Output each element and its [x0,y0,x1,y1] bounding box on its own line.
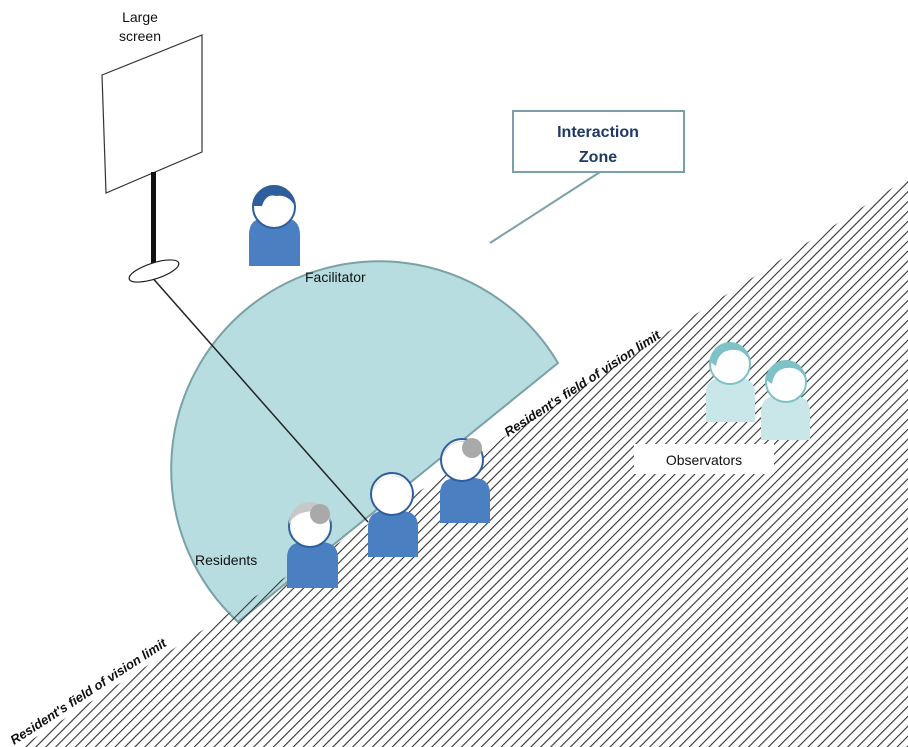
callout-pointer [489,171,601,244]
out-of-view-hatched-area [0,178,908,747]
residents-label: Residents [195,552,257,568]
screen-base [128,259,180,283]
resident-head [370,472,414,516]
observator-figure-1 [706,342,755,422]
resident-hair-bun [462,438,482,458]
interaction-zone-area [170,260,560,624]
resident-body [287,542,338,588]
observators-label-background [634,444,774,474]
interaction-zone-label-line2: Zone [579,149,617,166]
facilitator-figure [249,185,300,266]
facilitator-label: Facilitator [305,269,366,285]
observator-hair [710,342,750,366]
resident-body [440,478,490,523]
screen-pole [151,172,156,270]
large-screen-label-line1: Large [122,9,158,25]
interaction-zone-label-line1: Interaction [557,124,639,141]
screen-panel [101,34,203,194]
observator-body [706,378,755,422]
facilitator-hair [253,185,295,206]
observator-body [761,396,810,440]
resident-figure-1 [287,501,338,588]
observators-label: Observators [666,452,742,468]
resident-body [368,511,418,557]
resident-figure-3 [440,438,490,523]
large-screen-label-line2: screen [119,28,161,44]
resident-hair-bun [310,504,330,524]
observator-hair [766,360,806,384]
facilitator-body [249,218,300,266]
large-screen [101,34,203,283]
resident-figure-2 [368,472,418,557]
screen-to-residents-line [149,274,369,523]
observator-figure-2 [761,360,810,440]
interaction-zone-callout [512,110,685,173]
